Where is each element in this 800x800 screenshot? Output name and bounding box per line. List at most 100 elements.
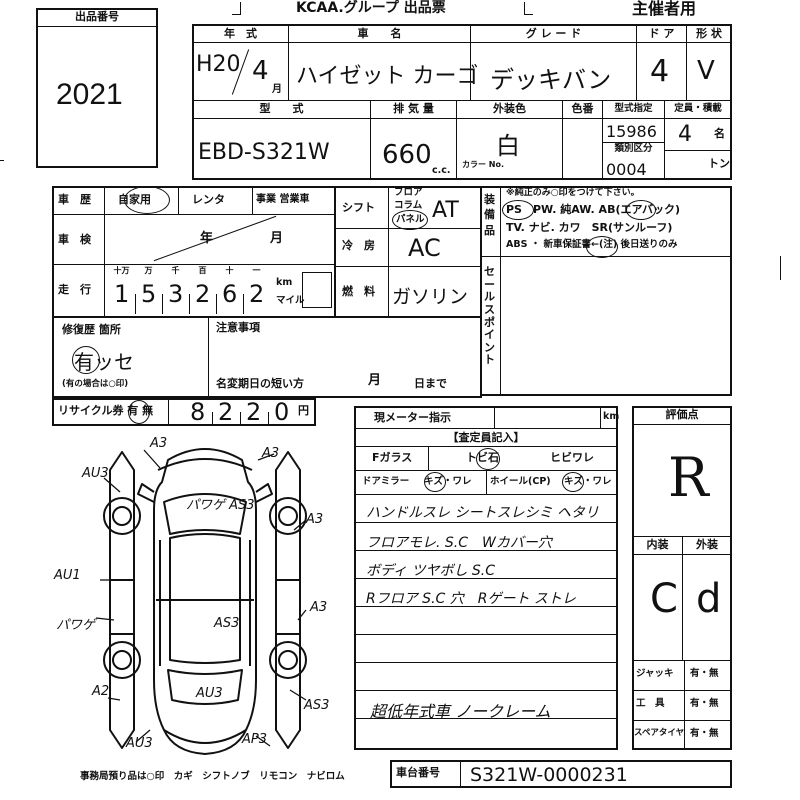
mileage-digit: 6	[222, 280, 238, 308]
recycle-digit: 0	[274, 398, 290, 426]
short-title-month: 月	[368, 373, 382, 388]
month-suffix: 月	[272, 84, 282, 95]
f-glass-label: Fガラス	[372, 451, 413, 464]
sales-point-label: セールスポイント	[484, 265, 495, 367]
damage-code-label: A3	[310, 600, 328, 615]
shape-value: V	[697, 56, 715, 86]
exterior-color-value: 白	[496, 132, 520, 160]
grade-value: デッキバン	[490, 66, 612, 94]
damage-code-label: A3	[262, 446, 280, 461]
approval-value: 15986	[606, 122, 657, 141]
chassis-value: S321W-0000231	[470, 764, 628, 786]
recycle-box	[52, 398, 316, 426]
equipment-line2: TV. ナビ. カワ SR(サンルーフ)	[506, 221, 673, 234]
recycle-digit-divider	[268, 412, 269, 425]
mileage-digit-divider	[243, 294, 244, 314]
recycle-digit: 8	[190, 398, 206, 426]
ruled-line	[355, 550, 617, 551]
equipment-label: 装備品	[484, 193, 495, 237]
header-bracket-right	[524, 2, 533, 15]
exterior-label: 外装	[696, 538, 718, 551]
repair-notes-box	[52, 316, 482, 398]
repair-circle	[72, 346, 100, 374]
meter-label: 現メーター指示	[374, 411, 451, 424]
mileage-digit-divider	[135, 294, 136, 314]
spare-label: スペアタイヤ	[634, 728, 685, 738]
damage-code-label: パワゲ AS3	[186, 498, 255, 513]
ruled-line	[355, 606, 617, 607]
bottom-comment: 超低年式車 ノークレーム	[370, 702, 551, 721]
ac-label: 冷 房	[342, 239, 375, 252]
damage-code-label: AU3	[82, 466, 109, 481]
history-opt-rental: レンタ	[192, 193, 225, 206]
header-bracket-left	[232, 2, 241, 15]
mirror-circle	[424, 472, 446, 492]
shift-circle	[392, 210, 428, 230]
meter-unit: km	[603, 411, 620, 422]
warranty-circle	[586, 236, 618, 258]
mileage-digit: 2	[249, 280, 265, 308]
mileage-digit: 3	[168, 280, 184, 308]
chassis-box	[390, 760, 732, 788]
model-value: EBD-S321W	[198, 140, 330, 165]
edge-mark-left	[0, 160, 4, 161]
repair-label: 修復歴 箇所	[62, 323, 121, 336]
score-value: R	[668, 446, 709, 509]
doors-value: 4	[650, 54, 670, 89]
ac-value: AC	[408, 234, 441, 262]
shift-opt-floor: フロア	[394, 187, 423, 198]
chassis-label: 車台番号	[396, 766, 440, 779]
edge-mark-right	[780, 256, 783, 280]
fuel-value: ガソリン	[392, 286, 469, 308]
mirror-value: キズ・ワレ	[424, 476, 472, 487]
recycle-digit: 2	[218, 398, 234, 426]
short-title-day: 日まで	[414, 377, 447, 390]
damage-code-label: A2	[92, 684, 110, 699]
ab-circle	[626, 200, 656, 220]
wheel-circle	[562, 472, 584, 492]
recycle-digit-divider	[212, 412, 213, 425]
damage-code-label: パワゲ	[56, 618, 96, 633]
history-opt-business: 事業 営業車	[256, 194, 310, 205]
cc-unit: c.c.	[432, 165, 451, 176]
mileage-digit: 1	[114, 280, 130, 308]
doors-label: ド ア	[648, 27, 675, 40]
mileage-label: 走 行	[58, 283, 91, 296]
notes-label: 注意事項	[216, 321, 260, 334]
ruled-line	[355, 578, 617, 579]
short-title-label: 名変期日の短い方	[216, 377, 304, 390]
office-note: 事務局預り品は○印 カギ シフトノブ リモコン ナビロム	[80, 771, 345, 782]
ruled-line	[355, 718, 617, 719]
comment-line-3: ボディ ツヤボし S.C	[366, 563, 496, 579]
host-use-label: 主催者用	[632, 0, 697, 18]
recycle-circle	[128, 400, 150, 424]
month-value: 4	[252, 56, 269, 86]
capacity-unit: 名	[714, 127, 725, 140]
color-no-small: カラー No.	[462, 160, 505, 169]
model-label: 型 式	[259, 102, 304, 115]
score-label: 評価点	[665, 408, 699, 421]
grade-box	[632, 406, 732, 750]
mile-checkbox	[302, 272, 332, 308]
equipment-note: ※純正のみ○印をつけて下さい。	[506, 188, 640, 198]
ruled-line	[355, 690, 617, 691]
crack-label: ヒビワレ	[550, 451, 594, 464]
equipment-box	[480, 186, 732, 396]
mileage-digit-divider	[162, 294, 163, 314]
mileage-digit-header: 百	[198, 266, 207, 275]
capacity-label: 定員・積載	[674, 103, 722, 114]
tools-label: 工 具	[636, 698, 665, 709]
inspection-year: 年	[200, 231, 214, 246]
comment-line-2: フロアモレ. S.C Wカバー穴	[366, 535, 552, 551]
ps-circle	[502, 200, 534, 220]
damage-code-label: AP3	[242, 732, 268, 747]
inspection-month: 月	[270, 231, 284, 246]
damage-code-label: AU3	[196, 686, 223, 701]
interior-value: C	[650, 576, 678, 622]
group-title: KCAA.グループ 出品票	[296, 0, 446, 16]
lot-number-value: 2021	[56, 78, 123, 111]
jack-yes-no: 有・無	[690, 668, 719, 679]
repair-note: (有の場合は○印)	[62, 379, 129, 389]
shift-opt-column: コラム	[394, 200, 423, 211]
mileage-digit-header: 万	[144, 266, 153, 275]
